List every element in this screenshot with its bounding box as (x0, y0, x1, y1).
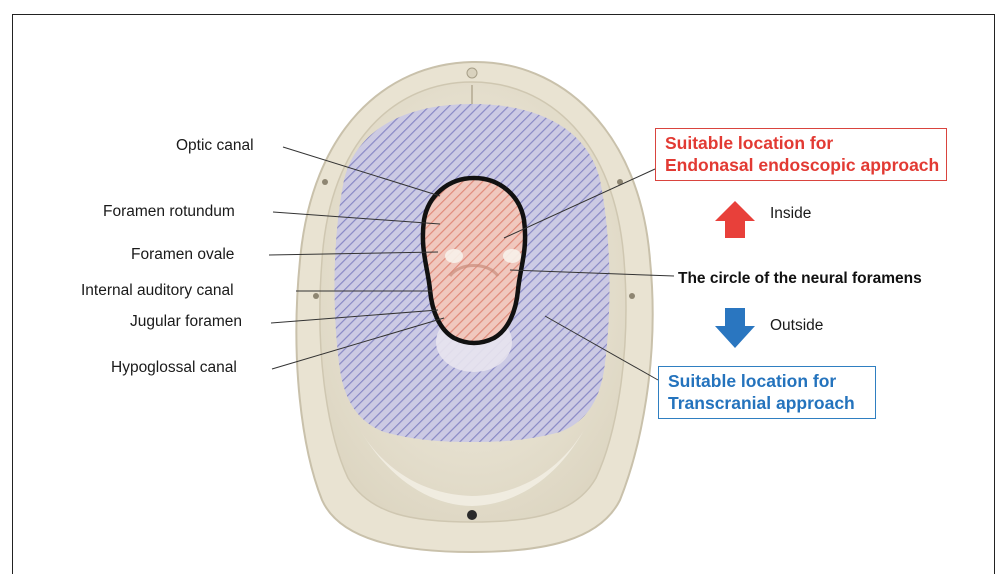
circle-label: The circle of the neural foramens (678, 270, 922, 288)
label-foramen-rotundum: Foramen rotundum (103, 203, 235, 221)
label-internal-auditory-canal: Internal auditory canal (81, 282, 234, 300)
label-hypoglossal-canal: Hypoglossal canal (111, 359, 237, 377)
outside-label: Outside (770, 317, 823, 335)
transcranial-line2: Transcranial approach (668, 392, 855, 414)
endonasal-line1: Suitable location for (665, 132, 939, 154)
label-foramen-ovale: Foramen ovale (131, 246, 234, 264)
label-jugular-foramen: Jugular foramen (130, 313, 242, 331)
inside-label: Inside (770, 205, 811, 223)
endonasal-line2: Endonasal endoscopic approach (665, 154, 939, 176)
endonasal-approach-box: Suitable location for Endonasal endoscop… (655, 128, 947, 181)
inside-arrow-icon (715, 201, 755, 238)
transcranial-approach-box: Suitable location for Transcranial appro… (658, 366, 876, 419)
outside-arrow-icon (715, 308, 755, 348)
transcranial-line1: Suitable location for (668, 370, 855, 392)
label-optic-canal: Optic canal (176, 137, 254, 155)
